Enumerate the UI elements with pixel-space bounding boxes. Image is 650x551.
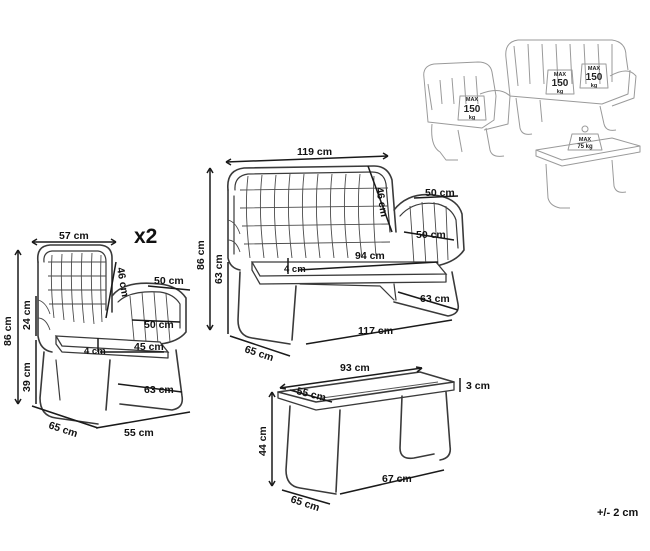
armchair-width-label: 57 cm (59, 230, 89, 242)
armchair-arm-height-label: 24 cm (21, 300, 33, 330)
table-dimensions (268, 366, 461, 505)
chair-weight-badge: MAX 150 kg (457, 95, 487, 121)
sofa-seat-height-label: 63 cm (213, 254, 225, 284)
table-weight-badge: MAX 75 kg (567, 125, 603, 151)
chair-badge-unit: kg (469, 115, 475, 121)
sofa-total-height-label: 86 cm (195, 240, 207, 270)
armchair-seat-width-label: 45 cm (134, 341, 164, 353)
armchair-dimensions (14, 238, 191, 429)
armchair-leg-depth-label: 63 cm (144, 384, 174, 396)
armchair-seat-thickness-label: 4 cm (84, 346, 106, 357)
sofa-width-label: 119 cm (297, 146, 332, 158)
table-depth-label: 65 cm (289, 493, 321, 514)
sofa-seat-width-label: 94 cm (355, 250, 385, 262)
armchair-arm-depth-label: 50 cm (154, 275, 184, 287)
sofa-arm-depth-label: 50 cm (425, 187, 455, 199)
sofa-base-width-label: 117 cm (358, 325, 393, 337)
sofa-weight-badge-left: MAX 150 kg (545, 69, 575, 95)
table-height-label: 44 cm (257, 426, 269, 456)
sofa-badge-right-unit: kg (591, 83, 597, 89)
sofa-badge-left-unit: kg (557, 89, 563, 95)
sofa-badge-left-value: 150 (552, 78, 569, 89)
sofa-seat-thickness-label: 4 cm (284, 264, 306, 275)
table-badge-max-text: MAX (579, 137, 592, 143)
preview-set: MAX 150 kg MAX 150 kg MAX 150 kg MAX 75 … (423, 39, 641, 209)
table-top-thickness-label: 3 cm (466, 380, 490, 392)
sofa-badge-right-value: 150 (586, 72, 603, 83)
chair-badge-max-text: MAX (466, 97, 479, 103)
preview-sofa-drawing (505, 39, 637, 135)
table-drawing (277, 371, 455, 495)
chair-badge-value: 150 (464, 104, 481, 115)
sofa-weight-badge-right: MAX 150 kg (579, 63, 609, 89)
sofa-back-height-label: 46 cm (373, 186, 390, 217)
sofa-badge-left-max-text: MAX (554, 72, 567, 78)
sofa-drawing (227, 165, 465, 345)
sofa-badge-right-max-text: MAX (588, 66, 601, 72)
armchair-back-height-label: 46 cm (114, 266, 131, 297)
armchair-depth-label: 65 cm (47, 419, 79, 440)
table-base-width-label: 67 cm (382, 473, 412, 485)
tolerance-note: +/- 2 cm (597, 507, 638, 519)
table-badge-value: 75 kg (577, 144, 593, 150)
armchair-total-height-label: 86 cm (2, 316, 14, 346)
sofa-depth-label: 65 cm (243, 343, 275, 364)
preview-table-drawing (535, 137, 641, 209)
armchair-drawing (36, 244, 187, 425)
armchair-quantity-label: x2 (134, 225, 157, 248)
table-width-label: 93 cm (340, 362, 370, 374)
sofa-dimensions (206, 152, 459, 357)
armchair-arm-inner-label: 50 cm (144, 319, 174, 331)
armchair-base-width-label: 55 cm (124, 427, 154, 439)
armchair-seat-height-label: 39 cm (21, 362, 33, 392)
sofa-arm-inner-label: 50 cm (416, 229, 446, 241)
sofa-leg-depth-label: 63 cm (420, 293, 450, 305)
